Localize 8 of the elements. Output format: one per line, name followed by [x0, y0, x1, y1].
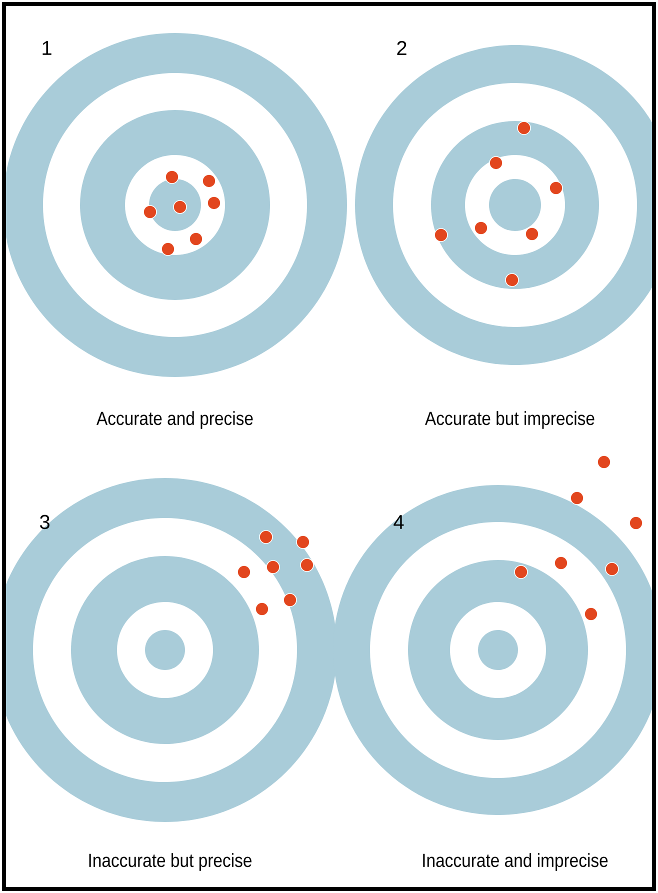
caption: Inaccurate but precise	[89, 853, 252, 871]
caption: Accurate but imprecise	[425, 411, 594, 429]
panel-number: 1	[42, 41, 52, 55]
panel-number: 3	[40, 514, 50, 530]
caption: Accurate and precise	[96, 411, 253, 429]
panel-number: 2	[397, 41, 406, 55]
caption: Inaccurate and imprecise	[423, 853, 608, 871]
panel-number: 4	[394, 515, 404, 529]
